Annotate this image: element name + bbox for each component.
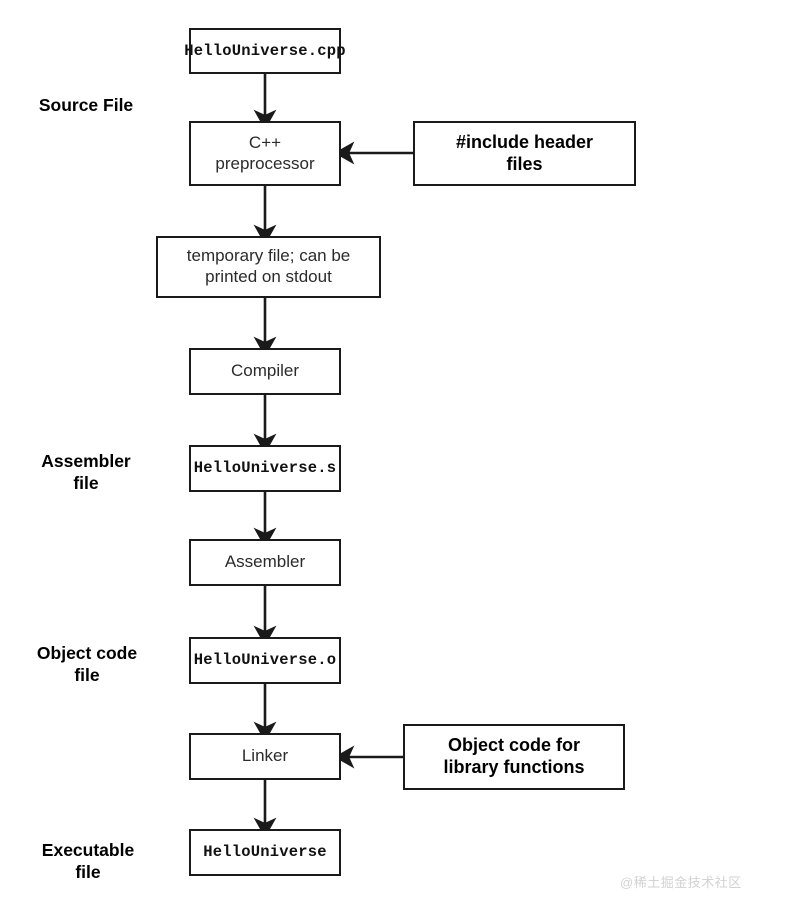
stage-label-source-file: Source File <box>38 95 134 115</box>
node-linker[interactable]: Linker <box>189 733 341 780</box>
node-hello-universe-cpp[interactable]: HelloUniverse.cpp <box>184 28 346 74</box>
node-hello-universe-o[interactable]: HelloUniverse.o <box>189 637 341 684</box>
stage-label-executable-file: Executable file <box>41 840 135 883</box>
stage-label-object-code-file: Object code file <box>36 643 138 686</box>
node-cpp-preprocessor[interactable]: C++ preprocessor <box>189 121 341 186</box>
node-hello-universe-s[interactable]: HelloUniverse.s <box>189 445 341 492</box>
node-object-code-library[interactable]: Object code for library functions <box>403 724 625 790</box>
node-temporary-file[interactable]: temporary file; can be printed on stdout <box>156 236 381 298</box>
watermark: @稀土掘金技术社区 <box>620 875 742 890</box>
node-assembler[interactable]: Assembler <box>189 539 341 586</box>
node-include-header-files[interactable]: #include header files <box>413 121 636 186</box>
stage-label-assembler-file: Assembler file <box>41 451 131 494</box>
node-compiler[interactable]: Compiler <box>189 348 341 395</box>
node-hello-universe-exe[interactable]: HelloUniverse <box>189 829 341 876</box>
